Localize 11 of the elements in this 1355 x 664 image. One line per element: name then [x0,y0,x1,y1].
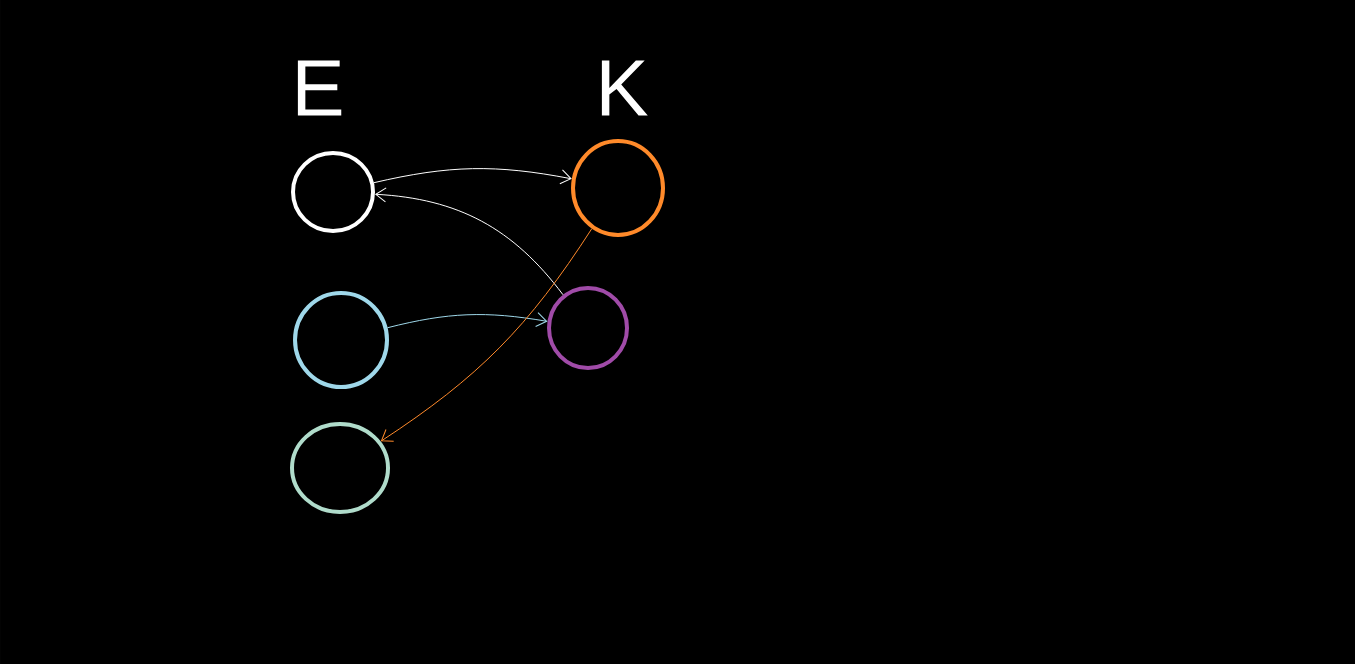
circle [547,286,629,370]
circle [290,422,390,514]
circle [293,291,389,389]
arrow [373,168,572,185]
arrow [387,312,548,329]
arrow [381,228,593,442]
arrow [375,187,564,296]
column-letter: K [601,60,648,116]
circle [571,139,665,237]
column-letter: E [297,60,342,116]
circle [291,151,375,233]
